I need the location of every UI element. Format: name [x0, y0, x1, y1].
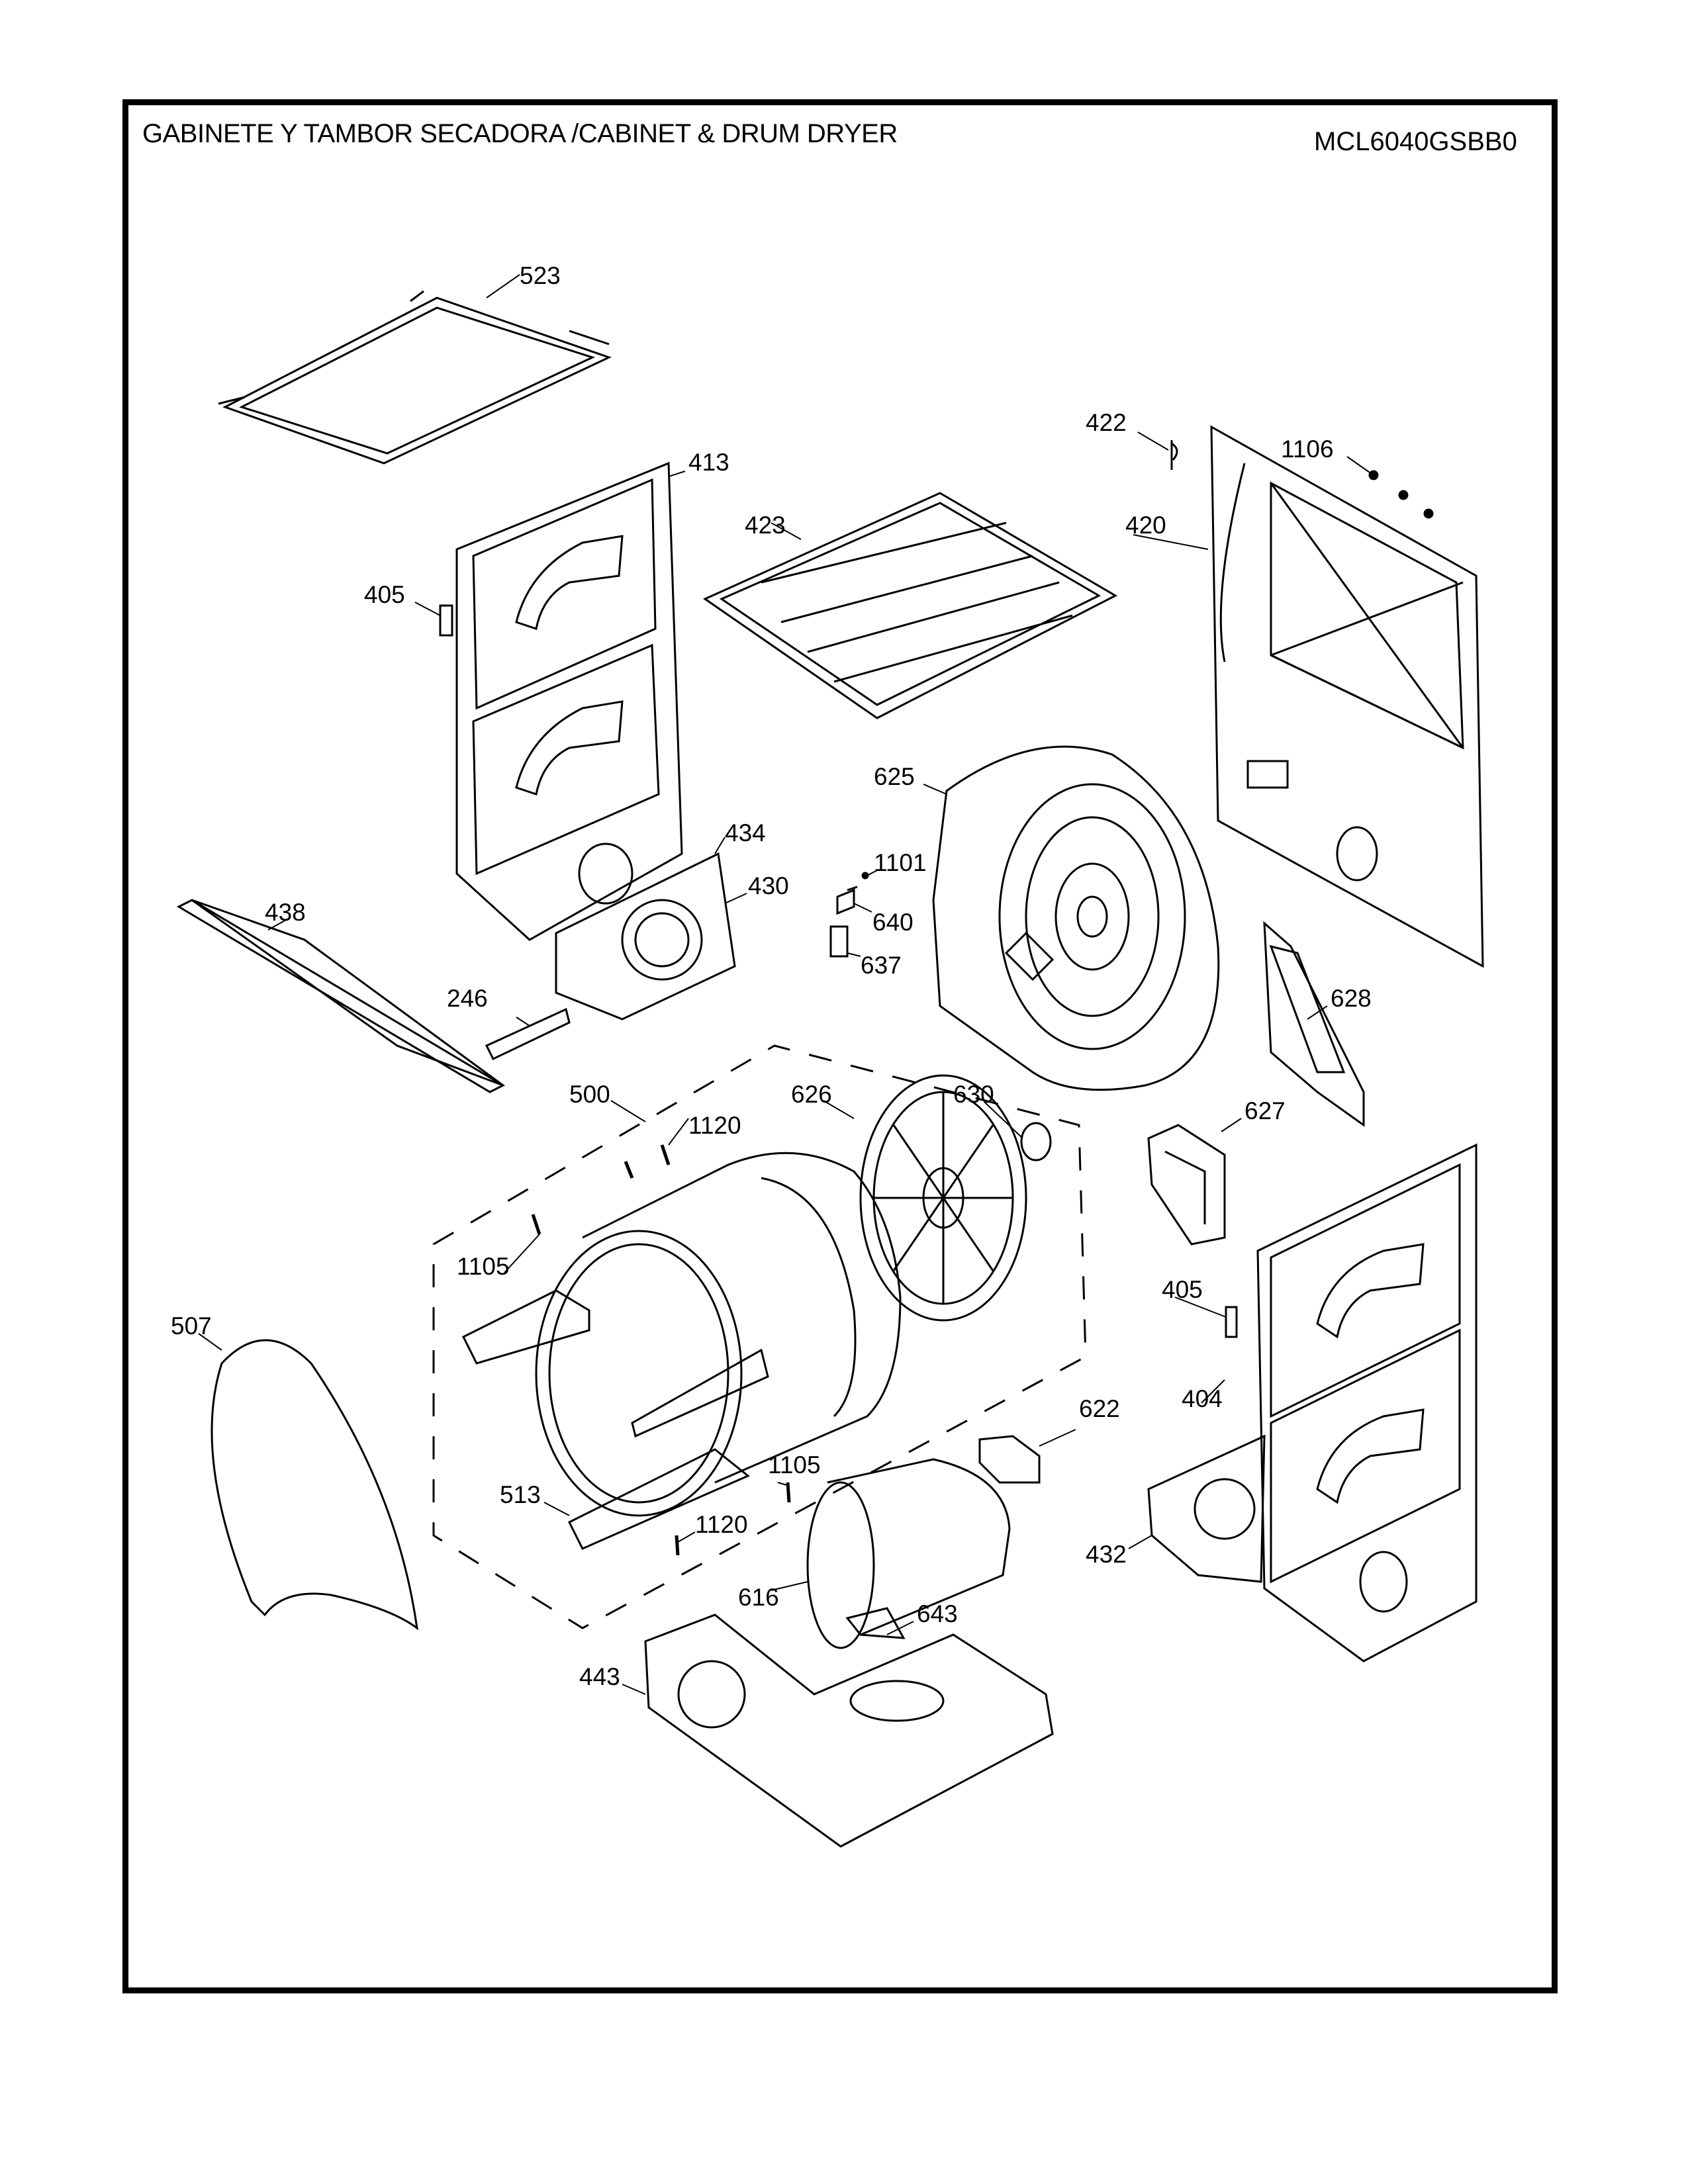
part-side-panel-right[interactable] [1256, 1143, 1477, 1662]
part-label: 640 [872, 909, 914, 936]
part-control-module[interactable] [978, 1435, 1041, 1484]
part-drum-bulkhead-rear[interactable] [932, 745, 1220, 1091]
part-label: 622 [1079, 1395, 1120, 1422]
part-clip[interactable] [1170, 440, 1178, 470]
part-drum-assembly-outline [432, 1044, 1087, 1629]
part-label: 1106 [1281, 435, 1334, 463]
part-label: 507 [171, 1312, 212, 1340]
part-label: 438 [265, 899, 306, 926]
part-door-seal-panel[interactable] [176, 899, 506, 1093]
part-label: 434 [725, 819, 766, 846]
part-label: 246 [447, 985, 488, 1012]
part-drum-seal[interactable] [211, 1339, 418, 1631]
part-label: 405 [364, 581, 405, 608]
part-rail[interactable] [485, 1007, 571, 1060]
part-base-frame[interactable] [644, 1614, 1054, 1848]
part-bolts[interactable] [531, 1144, 791, 1556]
part-label: 627 [1244, 1097, 1286, 1124]
part-screw[interactable] [861, 872, 869, 880]
part-heater-duct[interactable] [806, 1458, 1011, 1649]
part-label: 423 [745, 512, 786, 539]
part-label: 1120 [695, 1511, 748, 1538]
part-label: 430 [748, 872, 789, 899]
part-top-panel[interactable] [702, 492, 1118, 719]
part-label: 422 [1086, 409, 1127, 436]
part-screws[interactable] [1368, 470, 1434, 519]
part-label: 616 [738, 1584, 779, 1611]
part-support-bracket[interactable] [1263, 921, 1365, 1127]
part-label: 513 [500, 1481, 541, 1508]
diagram-title: GABINETE Y TAMBOR SECADORA /CABINET & DR… [142, 119, 898, 148]
part-label: 1120 [688, 1112, 741, 1139]
part-label: 1105 [768, 1451, 821, 1479]
part-label: 432 [1086, 1541, 1127, 1568]
part-label: 413 [688, 449, 729, 476]
part-wire-harness[interactable] [218, 290, 612, 465]
part-bearing[interactable] [1020, 1122, 1052, 1161]
diagram-frame [122, 99, 1558, 1993]
part-label: 523 [520, 262, 561, 289]
leader-lines [198, 274, 1374, 1695]
part-clamp[interactable] [845, 1607, 906, 1639]
part-label: 630 [953, 1081, 994, 1108]
part-label: 643 [917, 1600, 958, 1627]
part-label: 443 [579, 1663, 620, 1690]
part-clip-upper[interactable] [439, 604, 453, 637]
part-label: 1105 [457, 1253, 510, 1280]
part-clip-lower[interactable] [1225, 1306, 1238, 1338]
part-rear-baffle[interactable] [859, 1074, 1027, 1322]
part-front-bulkhead-support[interactable] [555, 852, 736, 1021]
part-drum-baffle[interactable] [461, 1289, 769, 1550]
part-thermostat[interactable] [829, 925, 849, 958]
model-number: MCL6040GSBB0 [1314, 127, 1517, 156]
part-label: 626 [791, 1081, 832, 1108]
part-side-panel-left[interactable] [455, 461, 683, 941]
part-label: 404 [1182, 1385, 1223, 1412]
part-label: 625 [874, 763, 915, 790]
part-bracket-small[interactable] [836, 886, 858, 915]
part-drum[interactable] [535, 1152, 902, 1517]
part-label: 500 [569, 1081, 610, 1108]
part-label: 420 [1125, 512, 1166, 539]
part-rear-panel[interactable] [1210, 425, 1484, 968]
part-label: 405 [1162, 1276, 1203, 1303]
part-label: 1101 [874, 849, 927, 876]
part-label: 637 [861, 952, 902, 979]
part-front-base-frame[interactable] [1147, 1434, 1266, 1583]
part-label: 628 [1331, 985, 1372, 1012]
part-motor-mount[interactable] [1147, 1124, 1226, 1246]
